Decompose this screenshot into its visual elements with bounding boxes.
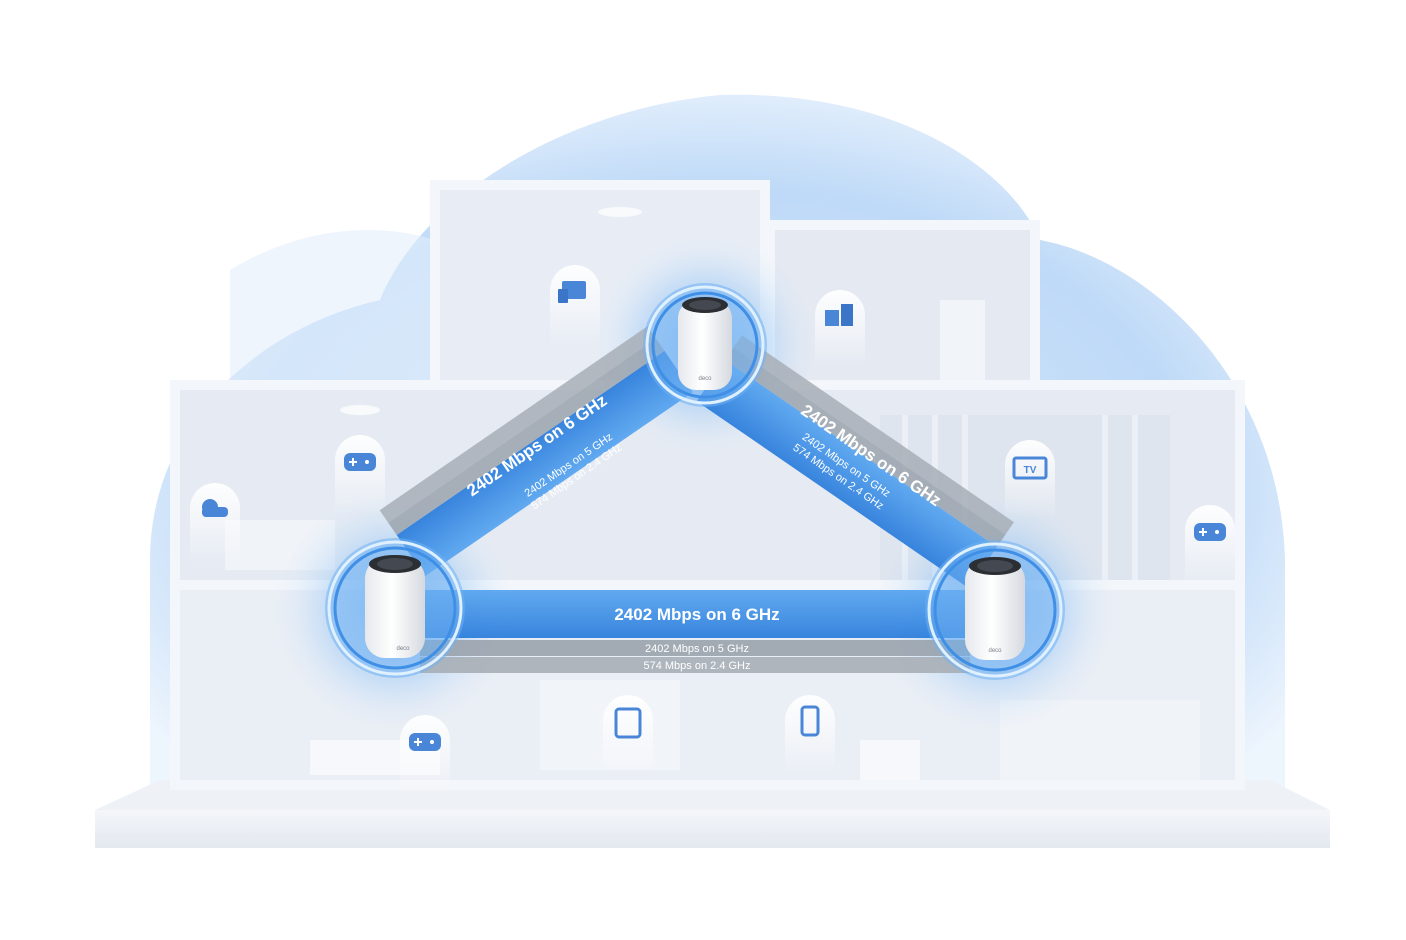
attic-room-right bbox=[765, 220, 1040, 405]
gamepad-icon bbox=[1194, 523, 1226, 541]
link-right-24ghz-band bbox=[733, 335, 1014, 535]
house-base bbox=[95, 810, 1330, 848]
link-right-5ghz-band bbox=[725, 347, 1006, 547]
deco-node-left-brand: deco bbox=[396, 646, 410, 652]
tv-icon-label: TV bbox=[1024, 465, 1037, 476]
shelf bbox=[940, 300, 985, 385]
ceiling-light bbox=[598, 207, 642, 217]
backhaul-bands bbox=[379, 326, 1014, 673]
console-icon bbox=[825, 310, 839, 326]
link-bottom-24ghz-label: 574 Mbps on 2.4 GHz bbox=[643, 660, 750, 672]
link-bottom-5ghz-label: 2402 Mbps on 5 GHz bbox=[645, 643, 749, 655]
device-cloud-storage bbox=[190, 483, 240, 563]
device-tablet bbox=[603, 695, 653, 775]
device-gamepad-middle bbox=[335, 435, 385, 515]
phone-icon bbox=[800, 705, 820, 737]
deco-node-top: deco bbox=[643, 283, 767, 407]
link-left-24ghz-band bbox=[379, 326, 657, 523]
link-bottom-5ghz-band bbox=[420, 640, 970, 656]
link-left bbox=[379, 326, 693, 577]
tv-icon bbox=[1012, 456, 1048, 480]
client-devices: TV bbox=[190, 265, 1235, 795]
link-bottom bbox=[420, 590, 970, 673]
deco-node-left: deco bbox=[325, 538, 465, 678]
device-console-attic bbox=[815, 290, 865, 370]
link-left-5ghz-band bbox=[388, 338, 665, 535]
gamepad-icon bbox=[344, 453, 376, 471]
device-phone bbox=[785, 695, 835, 775]
ceiling-light-2 bbox=[340, 405, 380, 415]
link-bottom-6ghz-label: 2402 Mbps on 6 GHz bbox=[614, 605, 779, 624]
deco-node-right-brand: deco bbox=[988, 648, 1002, 654]
device-gamepad-right bbox=[1185, 505, 1235, 585]
device-tv: TV bbox=[1005, 440, 1055, 520]
device-desktop bbox=[550, 265, 600, 345]
mesh-nodes: deco deco deco bbox=[325, 283, 1065, 680]
device-gamepad-ground bbox=[400, 715, 450, 795]
link-right bbox=[696, 335, 1014, 589]
gamepad-icon bbox=[409, 733, 441, 751]
link-right-6ghz-band bbox=[696, 360, 997, 589]
link-bottom-24ghz-band bbox=[420, 657, 970, 673]
table bbox=[860, 740, 920, 780]
deco-node-top-brand: deco bbox=[698, 376, 712, 382]
deco-node-right: deco bbox=[925, 540, 1065, 680]
link-bottom-6ghz-band bbox=[420, 590, 970, 638]
tablet-icon bbox=[614, 707, 642, 739]
link-left-6ghz-band bbox=[396, 350, 693, 577]
